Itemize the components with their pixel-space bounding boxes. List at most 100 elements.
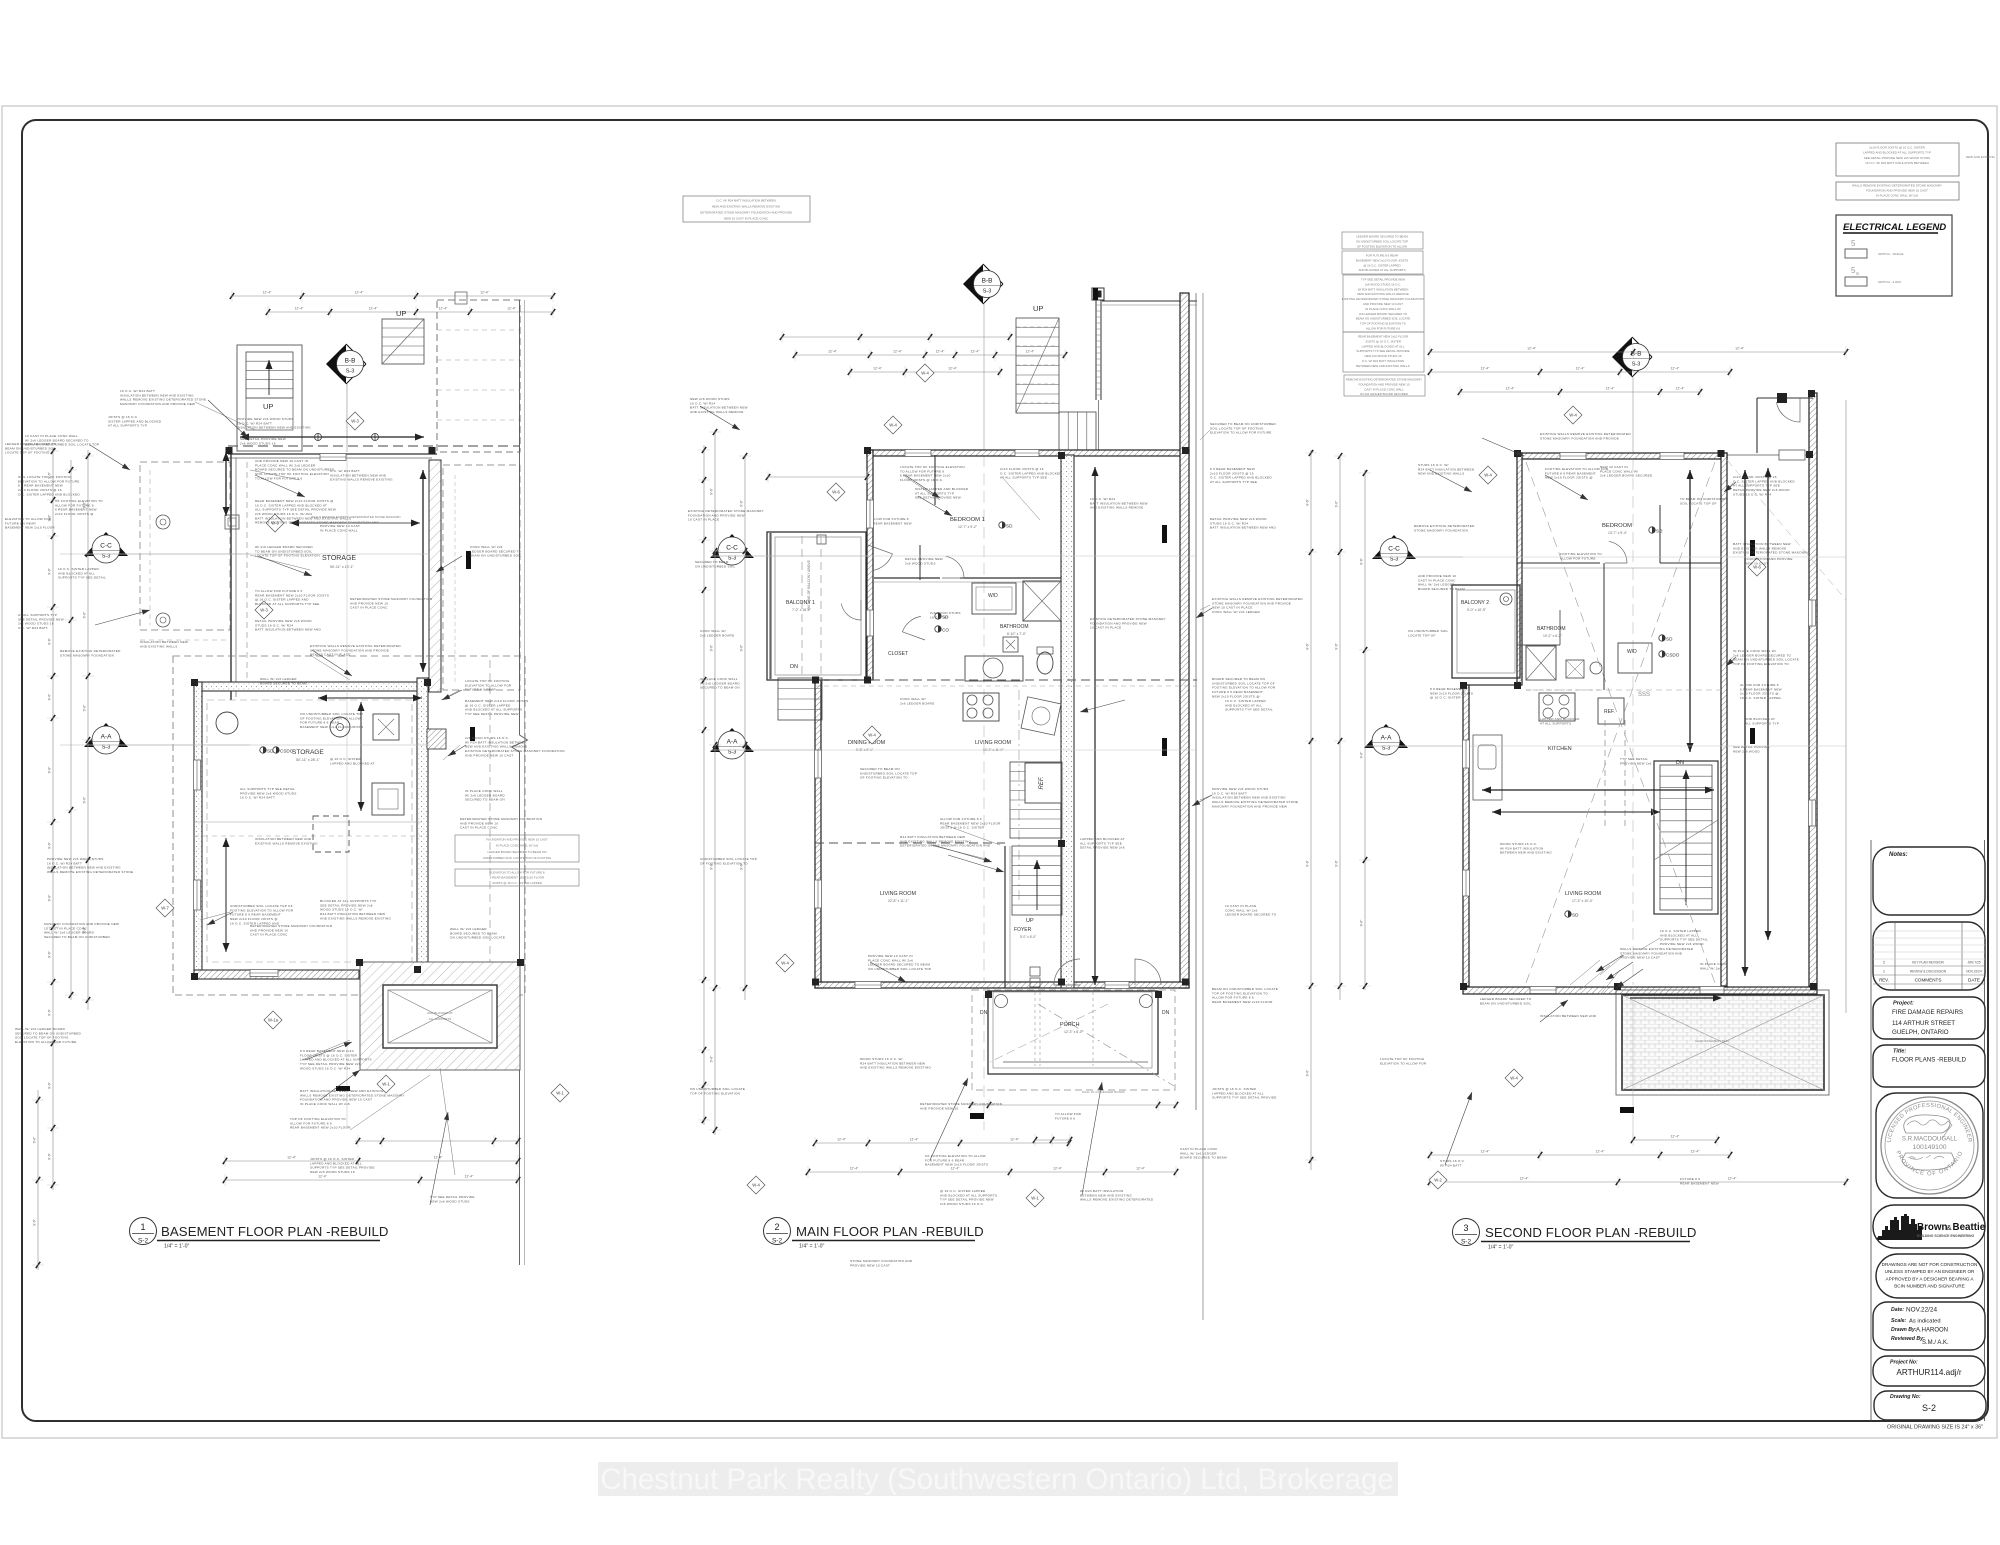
svg-text:PROVIDE NEW 2x6 WOOD STUDS: PROVIDE NEW 2x6 WOOD STUDS [240, 791, 297, 795]
svg-text:2x10 FLOOR JOISTS @ 16: 2x10 FLOOR JOISTS @ 16 [1000, 467, 1044, 471]
svg-text:CAST IN PLACE CONC: CAST IN PLACE CONC [1418, 578, 1456, 582]
svg-text:STONE MASONRY FOUNDATION AND: STONE MASONRY FOUNDATION AND [1620, 951, 1683, 955]
svg-text:SEE DETAIL PROVIDE NEW 2x6: SEE DETAIL PROVIDE NEW 2x6 [320, 903, 373, 907]
svg-text:2x6 WOOD STUDS 16 O.C.: 2x6 WOOD STUDS 16 O.C. [1365, 282, 1401, 286]
svg-text:W/ R24 BATT: W/ R24 BATT [1440, 1163, 1462, 1167]
svg-text:LEDGER BOARD SECURED TO: LEDGER BOARD SECURED TO [5, 442, 57, 446]
svg-text:NEW 10 CAST: NEW 10 CAST [1745, 561, 1768, 565]
svg-text:W-6: W-6 [1753, 565, 1761, 570]
svg-text:12'-4": 12'-4" [434, 1156, 443, 1160]
svg-text:NEW 2x10 FLOOR JOISTS @: NEW 2x10 FLOOR JOISTS @ [230, 917, 278, 921]
svg-text:S-3: S-3 [1632, 362, 1641, 368]
svg-text:NEW AND EXISTING WALLS REMOVE: NEW AND EXISTING WALLS REMOVE EXISTING [712, 205, 781, 209]
svg-text:NEW 2x6 WOOD STUDS 16: NEW 2x6 WOOD STUDS 16 [1365, 354, 1402, 358]
svg-text:9'-6": 9'-6" [48, 1152, 52, 1160]
svg-text:50'-11" x 28'-1": 50'-11" x 28'-1" [296, 758, 321, 762]
svg-text:AND EXISTING WALLS REMOVE EXIS: AND EXISTING WALLS REMOVE EXISTING [860, 1066, 931, 1070]
svg-text:16 O.C. W/ R24: 16 O.C. W/ R24 [690, 401, 715, 405]
svg-text:INSULATION BETWEEN NEW AND: INSULATION BETWEEN NEW AND [255, 837, 312, 841]
svg-text:LIVING ROOM: LIVING ROOM [880, 891, 916, 897]
svg-text:DN: DN [1676, 760, 1684, 766]
svg-text:FUTURE 8 6 REAR: FUTURE 8 6 REAR [465, 688, 496, 692]
svg-text:STONE MASONRY FOUNDATION: STONE MASONRY FOUNDATION [1414, 528, 1468, 532]
svg-text:CONC WALL W/ 2x6: CONC WALL W/ 2x6 [1225, 908, 1258, 912]
svg-text:9'-6": 9'-6" [710, 1055, 714, 1063]
svg-text:WALLS REMOVE EXISTING DETERIOR: WALLS REMOVE EXISTING DETERIORATED [1080, 1198, 1154, 1202]
svg-text:9'-6": 9'-6" [710, 862, 714, 870]
svg-text:COMMENTS: COMMENTS [1915, 978, 1942, 983]
svg-text:BOARD SECURED TO BEAM: BOARD SECURED TO BEAM [1418, 587, 1465, 591]
svg-text:PROVIDE NEW 10 CAST IN: PROVIDE NEW 10 CAST IN [868, 954, 913, 958]
svg-text:LAPPED AND BLOCKED AT: LAPPED AND BLOCKED AT [1080, 837, 1125, 841]
svg-text:TYP SEE DETAIL PROVIDE NEW: TYP SEE DETAIL PROVIDE NEW [940, 1198, 994, 1202]
svg-text:O.C. SISTER LAPPED AND BLOCKED: O.C. SISTER LAPPED AND BLOCKED [1000, 471, 1062, 475]
svg-text:CAST IN PLACE CONC: CAST IN PLACE CONC [350, 606, 388, 610]
svg-text:UP: UP [263, 402, 273, 411]
svg-text:AT ALL SUPPORTS: AT ALL SUPPORTS [1540, 721, 1571, 725]
svg-text:12'-4": 12'-4" [936, 350, 945, 354]
svg-text:KEY PLAN REVISION: KEY PLAN REVISION [1912, 961, 1944, 965]
svg-text:SISTER LAPPED AND BLOCKED: SISTER LAPPED AND BLOCKED [108, 419, 162, 423]
svg-text:LOCATE TOP OF FOOTING ELEVATIO: LOCATE TOP OF FOOTING ELEVATION [255, 554, 320, 558]
svg-text:REAR BASEMENT NEW 2x10 FLOOR J: REAR BASEMENT NEW 2x10 FLOOR JOISTS [255, 593, 329, 597]
svg-text:AND PROVIDE NEW 10: AND PROVIDE NEW 10 [460, 821, 498, 825]
svg-text:FOUNDATION AND PROVIDE NEW 10: FOUNDATION AND PROVIDE NEW 10 CAST [1866, 189, 1928, 193]
svg-text:WALLS REMOVE EXISTING DETERIOR: WALLS REMOVE EXISTING DETERIORATED STONE… [311, 515, 401, 519]
svg-text:16 O.C. SISTER LAPPED AND BLOC: 16 O.C. SISTER LAPPED AND BLOCKED AT [255, 503, 327, 507]
svg-text:B-B: B-B [345, 358, 356, 365]
svg-text:WALL W/ 2x6: WALL W/ 2x6 [1700, 966, 1721, 970]
svg-text:REMOVE EXISTING DETERIORATED S: REMOVE EXISTING DETERIORATED STONE MASON… [1346, 378, 1422, 382]
svg-text:FUTURE 8 6: FUTURE 8 6 [1680, 1177, 1700, 1181]
svg-text:BATHROOM: BATHROOM [1537, 626, 1566, 632]
svg-text:INSULATION BETWEEN NEW AND EXI: INSULATION BETWEEN NEW AND EXISTING [1212, 796, 1286, 800]
svg-text:OF FOOTING ELEVATION TO: OF FOOTING ELEVATION TO [700, 861, 748, 865]
svg-text:STONE MASONRY FOUNDATION AND P: STONE MASONRY FOUNDATION AND PROVIDE [310, 648, 389, 652]
svg-text:W-4: W-4 [921, 371, 929, 376]
svg-text:WALLS REMOVE EXISTING DETERIOR: WALLS REMOVE EXISTING DETERIORATED STONE… [1852, 184, 1942, 188]
svg-text:LEDGER BOARD SECURED TO: LEDGER BOARD SECURED TO [1225, 913, 1277, 917]
svg-text:2x10 FLOOR JOISTS @ 16: 2x10 FLOOR JOISTS @ 16 [1733, 475, 1777, 479]
svg-text:JOISTS @ 16 O.C.: JOISTS @ 16 O.C. [108, 415, 138, 419]
svg-text:8 6 REAR BASEMENT NEW 2x10: 8 6 REAR BASEMENT NEW 2x10 [300, 1049, 354, 1053]
svg-text:Beattie: Beattie [1953, 1222, 1986, 1233]
svg-text:CONC WALL W/ 2x6: CONC WALL W/ 2x6 [470, 545, 503, 549]
svg-text:SUPPORTS TYP SEE DETAIL PROVID: SUPPORTS TYP SEE DETAIL PROVIDE [1212, 1096, 1277, 1100]
svg-text:LOCATE TOP OF: LOCATE TOP OF [1408, 633, 1436, 637]
svg-text:IN PLACE CONC WALL W/ 2x6: IN PLACE CONC WALL W/ 2x6 [496, 844, 539, 848]
svg-text:2x6 LEDGER BOARD: 2x6 LEDGER BOARD [700, 633, 735, 637]
svg-text:12'-4": 12'-4" [465, 1175, 474, 1179]
svg-text:2x10 FLOOR JOISTS @ 16 O.C. SI: 2x10 FLOOR JOISTS @ 16 O.C. SISTER [1869, 146, 1926, 150]
svg-text:DETAIL PROVIDE NEW 2x6 WOOD: DETAIL PROVIDE NEW 2x6 WOOD [1210, 517, 1267, 521]
svg-text:9'-6": 9'-6" [83, 926, 87, 934]
svg-text:REAR BASEMENT NEW 2x10 FLOOR J: REAR BASEMENT NEW 2x10 FLOOR JOISTS @ [255, 499, 334, 503]
svg-text:SD: SD [267, 749, 274, 754]
svg-text:WALLS REMOVE EXISTING DETERIOR: WALLS REMOVE EXISTING DETERIORATED STONE [1212, 800, 1298, 804]
svg-text:A-A: A-A [1381, 735, 1393, 742]
svg-text:SSS: SSS [1638, 692, 1650, 698]
svg-text:REMOVE EXISTING DETERIORATED S: REMOVE EXISTING DETERIORATED STONE MASON… [255, 521, 379, 525]
svg-text:STORAGE: STORAGE [292, 749, 324, 756]
svg-text:CONC WALL W/: CONC WALL W/ [900, 697, 926, 701]
svg-text:DETAIL PROVIDE NEW 2x6 WOOD: DETAIL PROVIDE NEW 2x6 WOOD [255, 619, 312, 623]
svg-text:AT ALL SUPPORTS TYP SEE: AT ALL SUPPORTS TYP SEE [1210, 480, 1257, 484]
svg-text:UNDISTURBED SOIL LOCATE TOP OF: UNDISTURBED SOIL LOCATE TOP OF FOOTING [483, 856, 552, 860]
svg-text:W-6: W-6 [832, 490, 840, 495]
svg-text:5'-0" x 6'-0": 5'-0" x 6'-0" [1020, 935, 1036, 939]
svg-text:EXISTING DETERIORATED STONE MA: EXISTING DETERIORATED STONE MASONRY [1733, 551, 1809, 555]
svg-text:16 O.C. W/ R24 BATT: 16 O.C. W/ R24 BATT [240, 796, 275, 800]
svg-text:AND BLOCKED AT: AND BLOCKED AT [1745, 717, 1775, 721]
svg-text:SD: SD [942, 615, 949, 620]
svg-text:ON UNDISTURBED SOIL LOCATE TOP: ON UNDISTURBED SOIL LOCATE TOP [1356, 239, 1408, 243]
svg-text:SECURED TO BEAM: SECURED TO BEAM [695, 560, 729, 564]
svg-text:WALLS REMOVE EXISTING DETERIOR: WALLS REMOVE EXISTING DETERIORATED STONE [120, 398, 206, 402]
svg-text:STONE MASONRY FOUNDATION AND P: STONE MASONRY FOUNDATION AND PROVIDE [1212, 601, 1291, 605]
svg-text:WOOD STUDS 16 O.C. W/: WOOD STUDS 16 O.C. W/ [320, 908, 363, 912]
svg-text:ON UNDISTURBED SOIL: ON UNDISTURBED SOIL [695, 564, 736, 568]
svg-text:TYP SEE DETAIL PROVIDE NEW 2x6: TYP SEE DETAIL PROVIDE NEW 2x6 [300, 1062, 361, 1066]
svg-text:Drawn By:: Drawn By: [1891, 1327, 1917, 1333]
svg-text:9'-6": 9'-6" [1360, 557, 1364, 565]
svg-text:AND EXISTING WALLS REMOVE: AND EXISTING WALLS REMOVE [1733, 546, 1787, 550]
svg-text:OF FOOTING ELEVATION TO ALLOW: OF FOOTING ELEVATION TO ALLOW [925, 1154, 986, 1158]
svg-text:CAST IN PLACE CONC: CAST IN PLACE CONC [1180, 1147, 1218, 1151]
svg-text:SUPPORTS TYP SEE DETAIL: SUPPORTS TYP SEE DETAIL [1225, 708, 1273, 712]
